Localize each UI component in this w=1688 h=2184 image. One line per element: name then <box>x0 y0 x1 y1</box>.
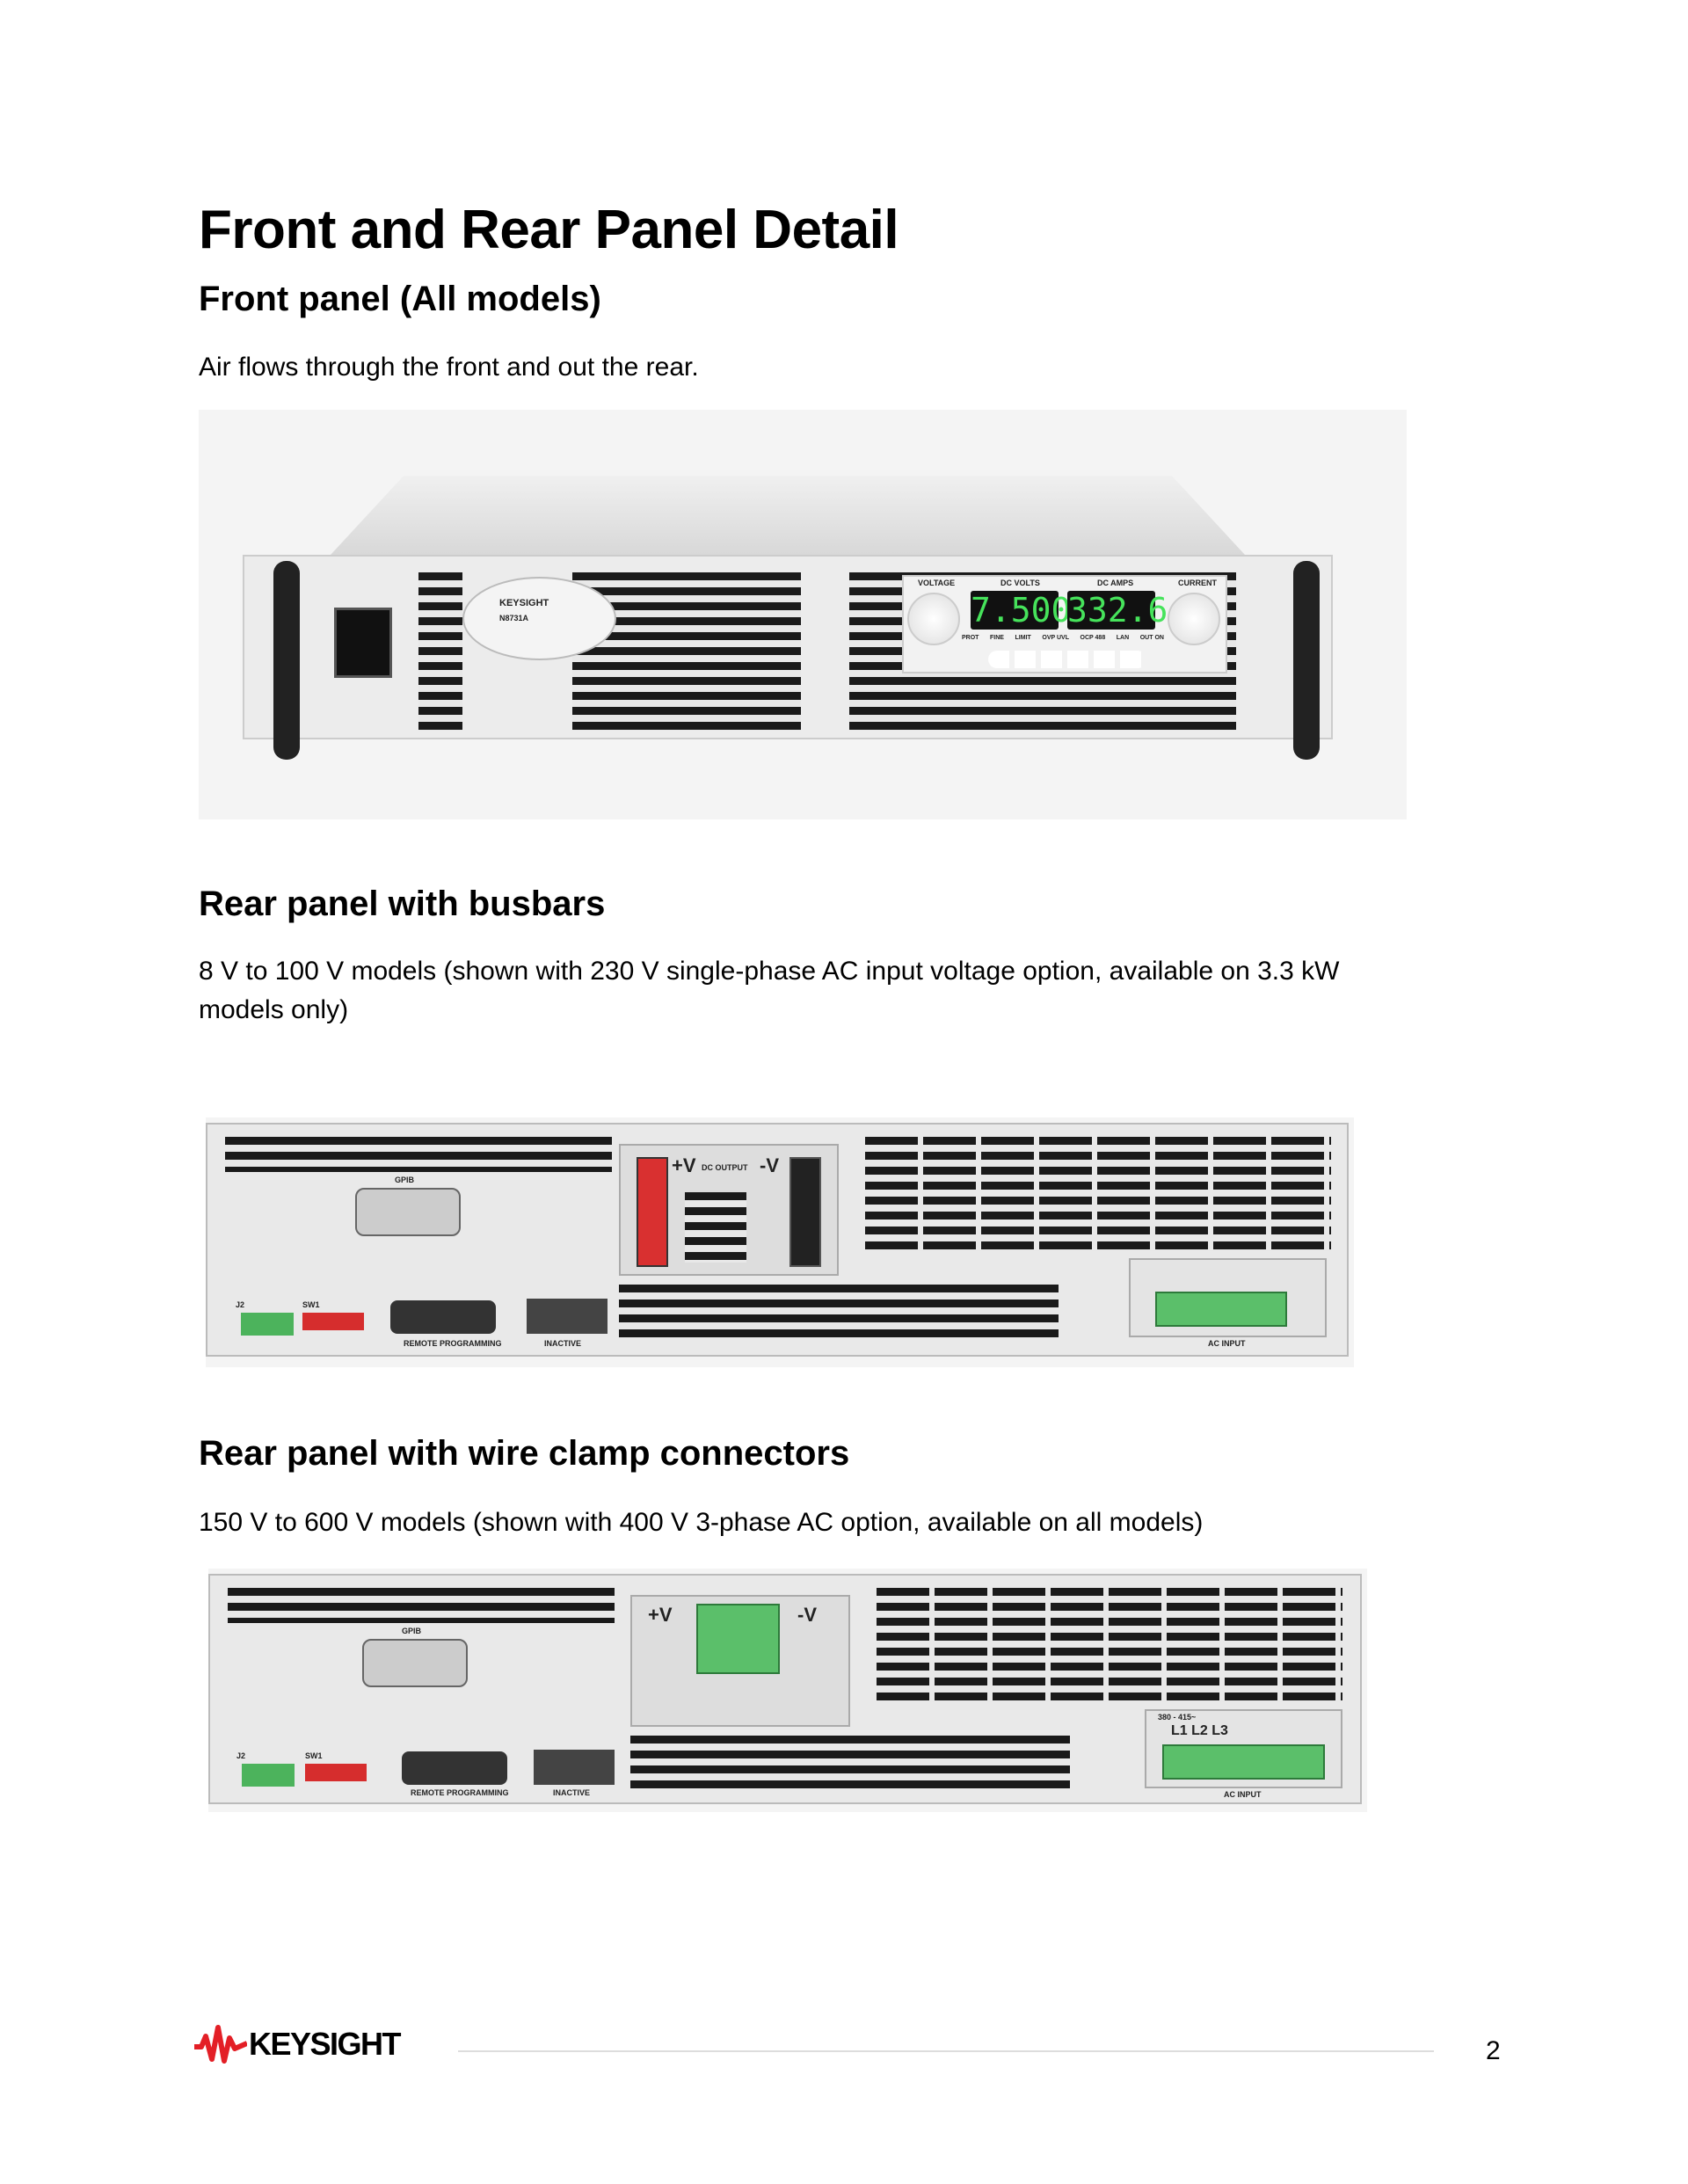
gpib-connector <box>355 1188 461 1236</box>
gpib-label: GPIB <box>402 1627 422 1635</box>
rear-vent <box>228 1588 615 1623</box>
ac-input-label: AC INPUT <box>1208 1339 1246 1348</box>
sw1-label: SW1 <box>305 1751 323 1760</box>
j2-label: J2 <box>236 1751 246 1760</box>
indicator-label: FINE <box>990 635 1004 641</box>
rear-vent <box>685 1192 746 1263</box>
inactive-label: INACTIVE <box>553 1788 591 1797</box>
gpib-connector <box>362 1639 468 1687</box>
right-handle <box>1293 561 1320 760</box>
front-model: N8731A <box>499 614 529 622</box>
power-switch <box>334 608 392 678</box>
rear-panel-wire-clamp-photo: GPIB +V -V J2 SW1 REMOTE PROGRAMMING INA… <box>208 1569 1367 1812</box>
minus-v-label: -V <box>797 1604 817 1626</box>
plus-v-label: +V <box>672 1154 696 1176</box>
voltage-label: VOLTAGE <box>918 579 956 587</box>
sw1-dip-switch <box>302 1313 364 1330</box>
rear-vent <box>877 1588 1342 1702</box>
remote-programming-label: REMOTE PROGRAMMING <box>411 1788 509 1797</box>
keysight-wave-icon <box>194 2025 247 2064</box>
logo-badge: KEYSIGHT N8731A <box>462 577 616 660</box>
page-title: Front and Rear Panel Detail <box>199 200 899 260</box>
control-panel: VOLTAGE DC VOLTS DC AMPS CURRENT 7.500 3… <box>902 575 1227 673</box>
indicator-label: PROT <box>962 635 979 641</box>
remote-programming-label: REMOTE PROGRAMMING <box>404 1339 502 1348</box>
current-label: CURRENT <box>1178 579 1217 587</box>
section-heading-front: Front panel (All models) <box>199 280 601 318</box>
page-number: 2 <box>1486 2036 1501 2065</box>
voltage-knob <box>907 593 960 645</box>
remote-programming-connector <box>402 1751 507 1785</box>
rear-vent <box>619 1285 1059 1337</box>
ac-input-label: AC INPUT <box>1224 1790 1262 1799</box>
rear-panel-busbars-photo: GPIB +V DC OUTPUT -V J2 SW1 REMOTE PROGR… <box>206 1117 1354 1367</box>
dc-amps-label: DC AMPS <box>1097 579 1134 587</box>
indicator-label: LIMIT <box>1015 635 1031 641</box>
front-panel-photo: KEYSIGHT N8731A VOLTAGE DC VOLTS DC AMPS… <box>199 410 1407 819</box>
indicator-label: OVP UVL <box>1042 635 1069 641</box>
amps-display: 332.6 <box>1067 591 1168 630</box>
rear-vent <box>865 1137 1331 1251</box>
voltage-range-label: 380 - 415~ <box>1158 1713 1197 1722</box>
j2-label: J2 <box>236 1300 245 1309</box>
section-heading-busbars: Rear panel with busbars <box>199 885 606 923</box>
indicator-label: OCP 488 <box>1080 635 1106 641</box>
left-handle <box>273 561 300 760</box>
front-brand: KEYSIGHT <box>499 598 549 608</box>
indicator-row: PROT FINE LIMIT OVP UVL OCP 488 LAN OUT … <box>962 635 1164 641</box>
front-buttons <box>988 651 1146 668</box>
footer-logo-text: KEYSIGHT <box>249 2026 402 2062</box>
inactive-label: INACTIVE <box>544 1339 582 1348</box>
rear-vent <box>630 1736 1070 1788</box>
negative-busbar <box>789 1157 821 1267</box>
keysight-logo: KEYSIGHT <box>194 2024 402 2064</box>
section-text-front: Air flows through the front and out the … <box>199 353 699 382</box>
ac-input-connector <box>1155 1292 1287 1327</box>
volts-display: 7.500 <box>971 591 1072 630</box>
positive-busbar <box>637 1157 668 1267</box>
indicator-label: OUT ON <box>1139 635 1164 641</box>
dc-output-label: DC OUTPUT <box>702 1163 748 1172</box>
j2-connector <box>242 1764 295 1787</box>
sw1-dip-switch <box>305 1764 367 1781</box>
front-vent <box>418 572 462 731</box>
chassis-top <box>331 476 1245 555</box>
current-knob <box>1168 593 1220 645</box>
phases-label: L1 L2 L3 <box>1171 1723 1228 1738</box>
inactive-port <box>534 1750 615 1785</box>
section-text-busbars: 8 V to 100 V models (shown with 230 V si… <box>199 957 1340 1024</box>
indicator-label: LAN <box>1116 635 1130 641</box>
dc-volts-label: DC VOLTS <box>1000 579 1040 587</box>
j2-connector <box>241 1313 294 1336</box>
plus-v-label: +V <box>648 1604 673 1626</box>
sw1-label: SW1 <box>302 1300 320 1309</box>
minus-v-label: -V <box>760 1154 779 1176</box>
gpib-label: GPIB <box>395 1176 415 1184</box>
rear-vent <box>225 1137 612 1172</box>
ac-input-connector <box>1162 1744 1325 1780</box>
wire-clamp-connector <box>696 1604 780 1674</box>
section-heading-wire-clamp: Rear panel with wire clamp connectors <box>199 1434 850 1473</box>
remote-programming-connector <box>390 1300 496 1334</box>
footer-divider <box>458 2050 1434 2052</box>
inactive-port <box>527 1299 608 1334</box>
front-vent <box>572 572 801 731</box>
section-text-wire-clamp: 150 V to 600 V models (shown with 400 V … <box>199 1508 1204 1537</box>
